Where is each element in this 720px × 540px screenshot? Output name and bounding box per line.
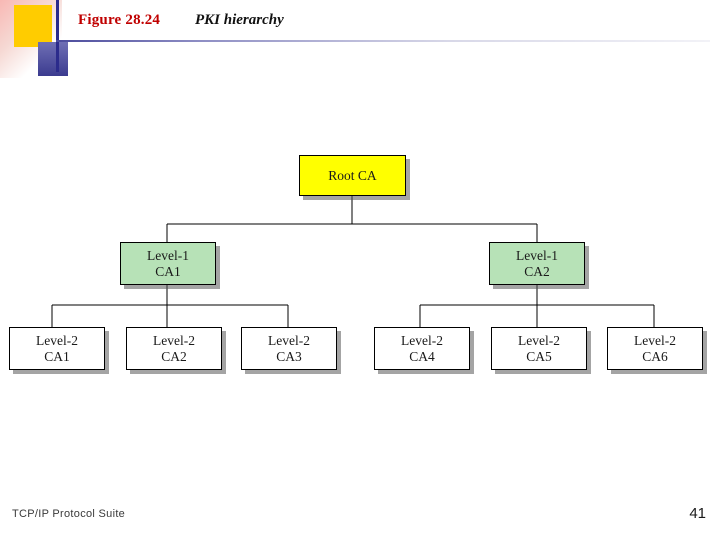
node-level-2-ca3-line2: CA3 xyxy=(276,348,302,364)
node-level-1-ca2-line2: CA2 xyxy=(524,263,550,279)
node-level-2-ca6-line1: Level-2 xyxy=(634,333,676,349)
title-bar: Figure 28.24 PKI hierarchy xyxy=(78,10,708,40)
node-level-1-ca1-line1: Level-1 xyxy=(147,248,189,264)
node-level-2-ca2[interactable]: Level-2 CA2 xyxy=(126,327,222,370)
node-level-2-ca4-line1: Level-2 xyxy=(401,333,443,349)
node-level-1-ca1-line2: CA1 xyxy=(155,263,181,279)
node-level-2-ca1-line1: Level-2 xyxy=(36,333,78,349)
node-level-2-ca4[interactable]: Level-2 CA4 xyxy=(374,327,470,370)
node-root-ca[interactable]: Root CA xyxy=(299,155,406,196)
corner-blue-square xyxy=(38,42,68,76)
node-level-2-ca6[interactable]: Level-2 CA6 xyxy=(607,327,703,370)
node-level-2-ca2-line2: CA2 xyxy=(161,348,187,364)
node-level-1-ca2-line1: Level-1 xyxy=(516,248,558,264)
node-level-2-ca6-line2: CA6 xyxy=(642,348,668,364)
node-level-2-ca3[interactable]: Level-2 CA3 xyxy=(241,327,337,370)
node-level-2-ca1[interactable]: Level-2 CA1 xyxy=(9,327,105,370)
node-level-2-ca3-line1: Level-2 xyxy=(268,333,310,349)
node-level-1-ca2[interactable]: Level-1 CA2 xyxy=(489,242,585,285)
node-level-2-ca5-line2: CA5 xyxy=(526,348,552,364)
node-level-2-ca1-line2: CA1 xyxy=(44,348,70,364)
page-number: 41 xyxy=(689,505,706,522)
node-level-2-ca5[interactable]: Level-2 CA5 xyxy=(491,327,587,370)
figure-label: Figure 28.24 xyxy=(78,12,161,28)
node-level-2-ca2-line1: Level-2 xyxy=(153,333,195,349)
node-level-2-ca5-line1: Level-2 xyxy=(518,333,560,349)
node-root-ca-label: Root CA xyxy=(328,167,377,183)
node-level-2-ca4-line2: CA4 xyxy=(409,348,435,364)
title-divider xyxy=(56,40,710,42)
corner-yellow-square xyxy=(14,5,52,47)
node-level-1-ca1[interactable]: Level-1 CA1 xyxy=(120,242,216,285)
figure-title: PKI hierarchy xyxy=(195,12,284,28)
corner-vertical-line xyxy=(56,0,59,72)
footer-text: TCP/IP Protocol Suite xyxy=(12,508,126,520)
